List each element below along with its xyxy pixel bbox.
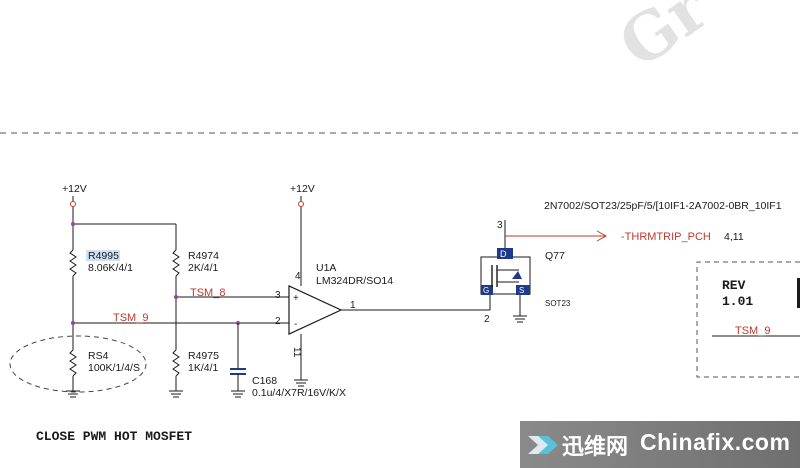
r4975-ref: R4975: [188, 350, 219, 362]
left-supply-label: +12V: [62, 183, 87, 195]
mosfet-q77: D G S Q77 SOT23: [480, 248, 571, 308]
opamp-pin-plus-number: 3: [275, 290, 281, 301]
rs4-ref: RS4: [88, 350, 109, 362]
c168-ref: C168: [252, 375, 277, 387]
thrmtrip-page-refs: 4,11: [724, 231, 744, 243]
resistor-r4975: R4975 1K/4/1: [172, 349, 219, 377]
chinafix-logo-icon: [528, 436, 558, 454]
q77-label-d: D: [500, 249, 507, 259]
rs4-highlight-ellipse: [9, 335, 147, 393]
q77-ref: Q77: [545, 250, 565, 262]
resistor-r4995: R4995 8.06K/4/1: [69, 249, 133, 277]
opamp-ref: U1A: [316, 262, 336, 274]
ground-rs4: [66, 390, 80, 398]
ground-opamp: [294, 379, 308, 387]
left-supply-port: [70, 201, 76, 207]
ground-c168: [231, 390, 245, 398]
capacitor-c168: C168 0.1u/4/X7R/16V/K/X: [230, 368, 346, 399]
corner-watermark-text: Gr: [606, 0, 722, 83]
q77-package: SOT23: [545, 299, 571, 308]
schematic-caption: CLOSE PWM HOT MOSFET: [36, 429, 192, 444]
corner-watermark: Gr: [606, 0, 722, 83]
c168-value: 0.1u/4/X7R/16V/K/X: [252, 387, 346, 399]
site-watermark: 迅维网 Chinafix.com: [520, 421, 800, 468]
site-name-en: Chinafix.com: [640, 429, 791, 455]
rev-value: 1.01: [722, 294, 753, 309]
opamp-pin-vcc-number: 4: [295, 271, 301, 282]
rev-label: REV: [722, 278, 746, 293]
r4995-ref: R4995: [88, 250, 119, 262]
q77-part-number: 2N7002/SOT23/25pF/5/[10IF1-2A7002-0BR_10…: [544, 200, 782, 212]
q77-pin-d-number: 3: [497, 220, 503, 231]
net-label-tsm9: TSM_9: [113, 312, 148, 324]
net-label-tsm8: TSM_8: [190, 287, 225, 299]
r4995-value: 8.06K/4/1: [88, 262, 133, 274]
rev-box-net-label: TSM_9: [735, 325, 770, 337]
center-supply-label: +12V: [290, 183, 315, 195]
opamp-pin-out-number: 1: [350, 300, 356, 311]
center-supply: +12V: [290, 183, 315, 207]
ground-q77: [513, 315, 527, 323]
rs4-value: 100K/1/4/S: [88, 362, 140, 374]
opamp-u1a: + - U1A LM324DR/SO14: [288, 262, 393, 335]
left-supply: +12V: [62, 183, 87, 207]
q77-label-g: G: [483, 286, 489, 295]
resistor-r4974: R4974 2K/4/1: [172, 249, 219, 277]
r4975-value: 1K/4/1: [188, 362, 219, 374]
opamp-pin-gnd-number: 11: [291, 347, 302, 358]
junction-tsm8: [174, 295, 178, 299]
thrmtrip-arrow-icon: [596, 230, 608, 242]
rev-box: REV 1.01 TSM_9: [696, 261, 800, 378]
opamp-plus-symbol: +: [293, 293, 299, 304]
opamp-part: LM324DR/SO14: [316, 275, 393, 287]
q77-label-s: S: [519, 286, 524, 295]
junction-tsm9-left: [71, 321, 75, 325]
opamp-pin-minus-number: 2: [275, 316, 281, 327]
r4974-ref: R4974: [188, 250, 219, 262]
q77-pin-g-number: 2: [484, 314, 490, 325]
center-supply-port: [298, 201, 304, 207]
ground-r4975: [169, 390, 183, 398]
thrmtrip-net-label: -THRMTRIP_PCH: [621, 231, 711, 243]
opamp-minus-symbol: -: [294, 319, 297, 330]
resistor-rs4: RS4 100K/1/4/S: [69, 349, 140, 377]
junction-left-top: [71, 222, 75, 226]
site-name-cn: 迅维网: [562, 435, 629, 460]
r4974-value: 2K/4/1: [188, 262, 219, 274]
